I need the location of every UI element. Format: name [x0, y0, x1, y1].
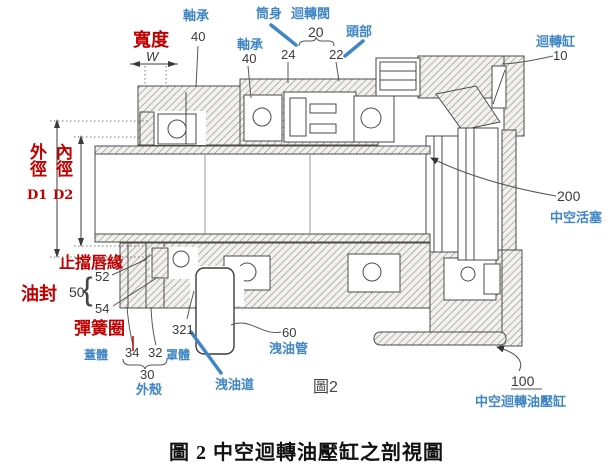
brace-30 — [122, 358, 168, 370]
spring-ring-label: 彈簧圈 — [74, 318, 125, 339]
oil-seal-label: 油封 — [21, 283, 57, 305]
width-dimension — [130, 61, 178, 86]
head-label: 頭部 — [346, 24, 372, 39]
ball-bearing — [360, 107, 382, 129]
barrel-num: 24 — [281, 47, 295, 62]
barrel-label: 筒身 — [256, 6, 282, 21]
width-label: 寬度 — [132, 29, 170, 51]
ball-bearing — [167, 119, 187, 139]
drain-pipe-num: 60 — [282, 325, 296, 340]
ball-bearing — [252, 107, 272, 127]
cover-num: 34 — [125, 345, 139, 360]
drain-pipe-label: 洩油管 — [269, 341, 308, 356]
ball-bearing — [460, 266, 476, 282]
ball-bearing — [172, 250, 190, 268]
head-leader — [343, 39, 365, 58]
bearing-top-num: 40 — [191, 29, 205, 44]
shroud-label: 罩體 — [166, 347, 190, 362]
blue-leader-strokes — [189, 23, 365, 375]
ball-bearing — [362, 262, 382, 282]
cover-label: 蓋體 — [84, 347, 108, 362]
shroud-num: 32 — [148, 345, 162, 360]
width-symbol: W — [146, 49, 160, 64]
rotary-valve-num: 20 — [308, 24, 324, 40]
outer-shell-num: 30 — [140, 367, 154, 382]
hollow-piston — [425, 127, 499, 261]
rotary-valve-housing — [239, 78, 395, 146]
workpiece-tube — [94, 145, 431, 243]
outer-diameter-label: 外徑 — [26, 142, 48, 177]
rotary-cylinder-label: 迴轉缸 — [535, 34, 575, 49]
inner-figure-label: 圖2 — [313, 379, 338, 396]
rotary-valve-label: 迴轉閥 — [290, 6, 330, 21]
drain-passage-label: 洩油道 — [215, 377, 254, 392]
seal-lower-num: 54 — [95, 301, 109, 316]
top-left-housing — [137, 85, 241, 146]
hollow-piston-label: 中空活塞 — [550, 210, 603, 225]
outer-shell-label: 外殼 — [135, 382, 163, 397]
oil-seal-num: 50 — [69, 284, 85, 300]
outer-diameter-dimension — [50, 119, 148, 258]
head-wedge — [435, 85, 501, 131]
bottom-housing — [119, 242, 431, 309]
leader-lines — [111, 36, 557, 390]
inner-diameter-label: 內徑 — [52, 143, 74, 177]
hollow-piston-num: 200 — [557, 188, 581, 204]
drain-passage-num: 321 — [172, 322, 194, 337]
barrel-leader — [269, 23, 298, 47]
inner-diameter-dimension — [74, 135, 148, 247]
bearing-top-label: 軸承 — [183, 8, 209, 23]
hollow-rotary-cylinder-num: 100 — [511, 373, 535, 389]
brace-20 — [298, 36, 335, 47]
bearing-mid-label: 軸承 — [237, 37, 263, 52]
inner-diameter-symbol: D2 — [53, 188, 73, 203]
head-num: 22 — [329, 47, 343, 62]
hollow-rotary-cylinder-label: 中空迴轉油壓缸 — [475, 394, 566, 409]
brace-50: { — [82, 271, 93, 307]
bearing-mid-num: 40 — [242, 51, 256, 66]
outer-diameter-symbol: D1 — [27, 188, 47, 203]
figure-caption: 圖 2 中空迴轉油壓缸之剖視圖 — [169, 442, 444, 464]
cross-section-drawing: 寬度 W 外徑 D1 內徑 D2 止擋唇緣 油封 彈簧圈 軸承 軸承 筒身 迴轉… — [21, 6, 603, 409]
drain-pipe — [190, 266, 244, 355]
drain-passage-leader — [189, 330, 223, 375]
rotary-cylinder-num: 10 — [553, 48, 567, 63]
stop-lip-label: 止擋唇緣 — [59, 253, 123, 272]
seal-upper-num: 52 — [95, 269, 109, 284]
